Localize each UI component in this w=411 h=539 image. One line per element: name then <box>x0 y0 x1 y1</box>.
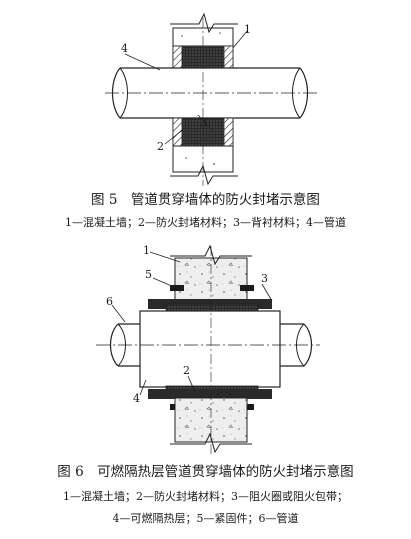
pipe-fig6 <box>96 323 320 367</box>
insulation-fig6 <box>139 310 281 388</box>
backing-top <box>177 46 229 60</box>
fig6-label-pipe: 6 <box>106 295 113 308</box>
fig5-label-pipe: 4 <box>121 42 128 55</box>
fig5-legend: 1—混凝土墙；2—防火封堵材料；3—背衬材料；4—管道 <box>65 216 346 229</box>
fig6-label-fire-ring: 3 <box>261 272 268 285</box>
fig5-label-sealant: 2 <box>157 140 164 153</box>
fig6-label-wall: 1 <box>143 244 150 257</box>
wall-top <box>170 12 238 47</box>
fig6-legend-line1: 1—混凝土墙；2—防火封堵材料；3—阻火圈或阻火包带； <box>63 490 348 503</box>
figure-5: 1 4 3 2 <box>105 12 318 186</box>
fig6-legend-line2: 4—可燃隔热层；5—紧固件；6—管道 <box>112 512 299 525</box>
fig6-caption: 图 6 可燃隔热层管道贯穿墙体的防火封堵示意图 <box>57 464 354 480</box>
fastener-top <box>170 285 184 291</box>
fig6-label-sealant: 2 <box>183 364 190 377</box>
fire-ring-bottom <box>148 389 272 399</box>
pipe-fig5 <box>105 67 318 119</box>
figure-6: 1 5 3 6 2 4 <box>96 244 320 456</box>
wall-bottom <box>170 145 238 186</box>
fig5-caption: 图 5 管道贯穿墙体的防火封堵示意图 <box>91 192 320 208</box>
fig5-label-wall: 1 <box>244 23 251 36</box>
fig5-label-backing: 3 <box>200 116 207 129</box>
fig6-label-insulation: 4 <box>133 392 140 405</box>
fig6-label-fastener: 5 <box>145 268 152 281</box>
